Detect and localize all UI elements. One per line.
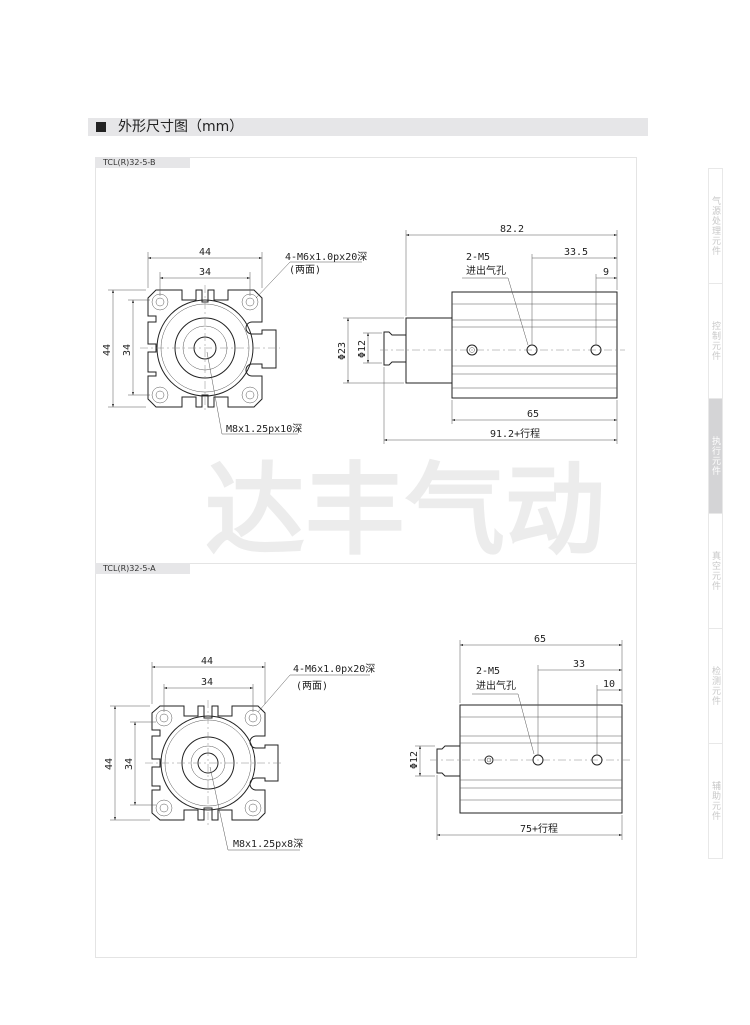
tab-vacuum[interactable]: 真空元件 bbox=[708, 513, 723, 628]
drawing-b-front-view: 44 34 44 34 4-M6x1.0px20深 (两面) M8x1.25px… bbox=[102, 247, 367, 435]
rod-thread-note: M8x1.25px8深 bbox=[233, 838, 303, 850]
drawing-b-label: TCL(R)32-5-B bbox=[95, 157, 190, 168]
dim-vpitch: 34 bbox=[122, 344, 133, 356]
dim-port-pitch: 33.5 bbox=[564, 247, 588, 258]
dim-port-end: 9 bbox=[603, 267, 609, 278]
dim-height: 44 bbox=[102, 344, 113, 356]
section-header: 外形尺寸图（mm） bbox=[88, 118, 648, 136]
square-bullet-icon bbox=[96, 122, 106, 132]
thread-note: 4-M6x1.0px20深 bbox=[285, 251, 367, 263]
drawing-b-side-view: 82.2 33.5 9 65 91.2+行程 Φ23 Φ12 2-M5 进出气孔 bbox=[337, 224, 625, 444]
port-label: 2-M5 bbox=[476, 666, 500, 677]
drawing-a-label: TCL(R)32-5-A bbox=[95, 563, 190, 574]
dim-total: 82.2 bbox=[500, 224, 524, 235]
dim-port-pitch: 33 bbox=[573, 659, 585, 670]
port-label: 2-M5 bbox=[466, 252, 490, 263]
dim-height: 44 bbox=[104, 758, 115, 770]
dim-width: 44 bbox=[201, 656, 213, 667]
dim-port-end: 10 bbox=[603, 679, 615, 690]
tab-auxiliary[interactable]: 辅助元件 bbox=[708, 743, 723, 859]
side-category-tabs: 气源处理元件 控制元件 执行元件 真空元件 检测元件 辅助元件 bbox=[708, 168, 740, 859]
tab-air-treatment[interactable]: 气源处理元件 bbox=[708, 168, 723, 283]
dim-pitch: 34 bbox=[199, 267, 211, 278]
port-desc: 进出气孔 bbox=[476, 679, 516, 692]
dim-block-dia: Φ23 bbox=[337, 342, 348, 360]
tab-actuator[interactable]: 执行元件 bbox=[708, 398, 723, 513]
drawing-panel bbox=[95, 157, 637, 958]
drawing-a-front-view: 44 34 44 34 4-M6x1.0px20深 (两面) M8x1.25px… bbox=[104, 656, 375, 851]
port-desc: 进出气孔 bbox=[466, 264, 506, 277]
dim-overall: 75+行程 bbox=[520, 822, 558, 835]
thread-note: 4-M6x1.0px20深 bbox=[293, 663, 375, 675]
dim-rod-dia: Φ12 bbox=[409, 751, 420, 769]
dim-width: 44 bbox=[199, 247, 211, 258]
dim-body: 65 bbox=[527, 409, 539, 420]
thread-note-sides: (两面) bbox=[296, 681, 328, 692]
dim-rod-dia: Φ12 bbox=[357, 340, 368, 358]
drawing-a-side-view: 65 33 10 75+行程 Φ12 2-M5 进出气孔 bbox=[409, 634, 630, 840]
tab-detection[interactable]: 检测元件 bbox=[708, 628, 723, 743]
dim-total: 65 bbox=[534, 634, 546, 645]
dim-vpitch: 34 bbox=[124, 758, 135, 770]
dim-pitch: 34 bbox=[201, 677, 213, 688]
rod-thread-note: M8x1.25px10深 bbox=[226, 423, 302, 435]
tab-control[interactable]: 控制元件 bbox=[708, 283, 723, 398]
thread-note-sides: (两面) bbox=[289, 265, 321, 276]
watermark: 达丰气动 bbox=[205, 452, 605, 569]
dim-overall: 91.2+行程 bbox=[490, 427, 540, 440]
section-title: 外形尺寸图（mm） bbox=[118, 119, 244, 135]
divider bbox=[95, 563, 637, 564]
